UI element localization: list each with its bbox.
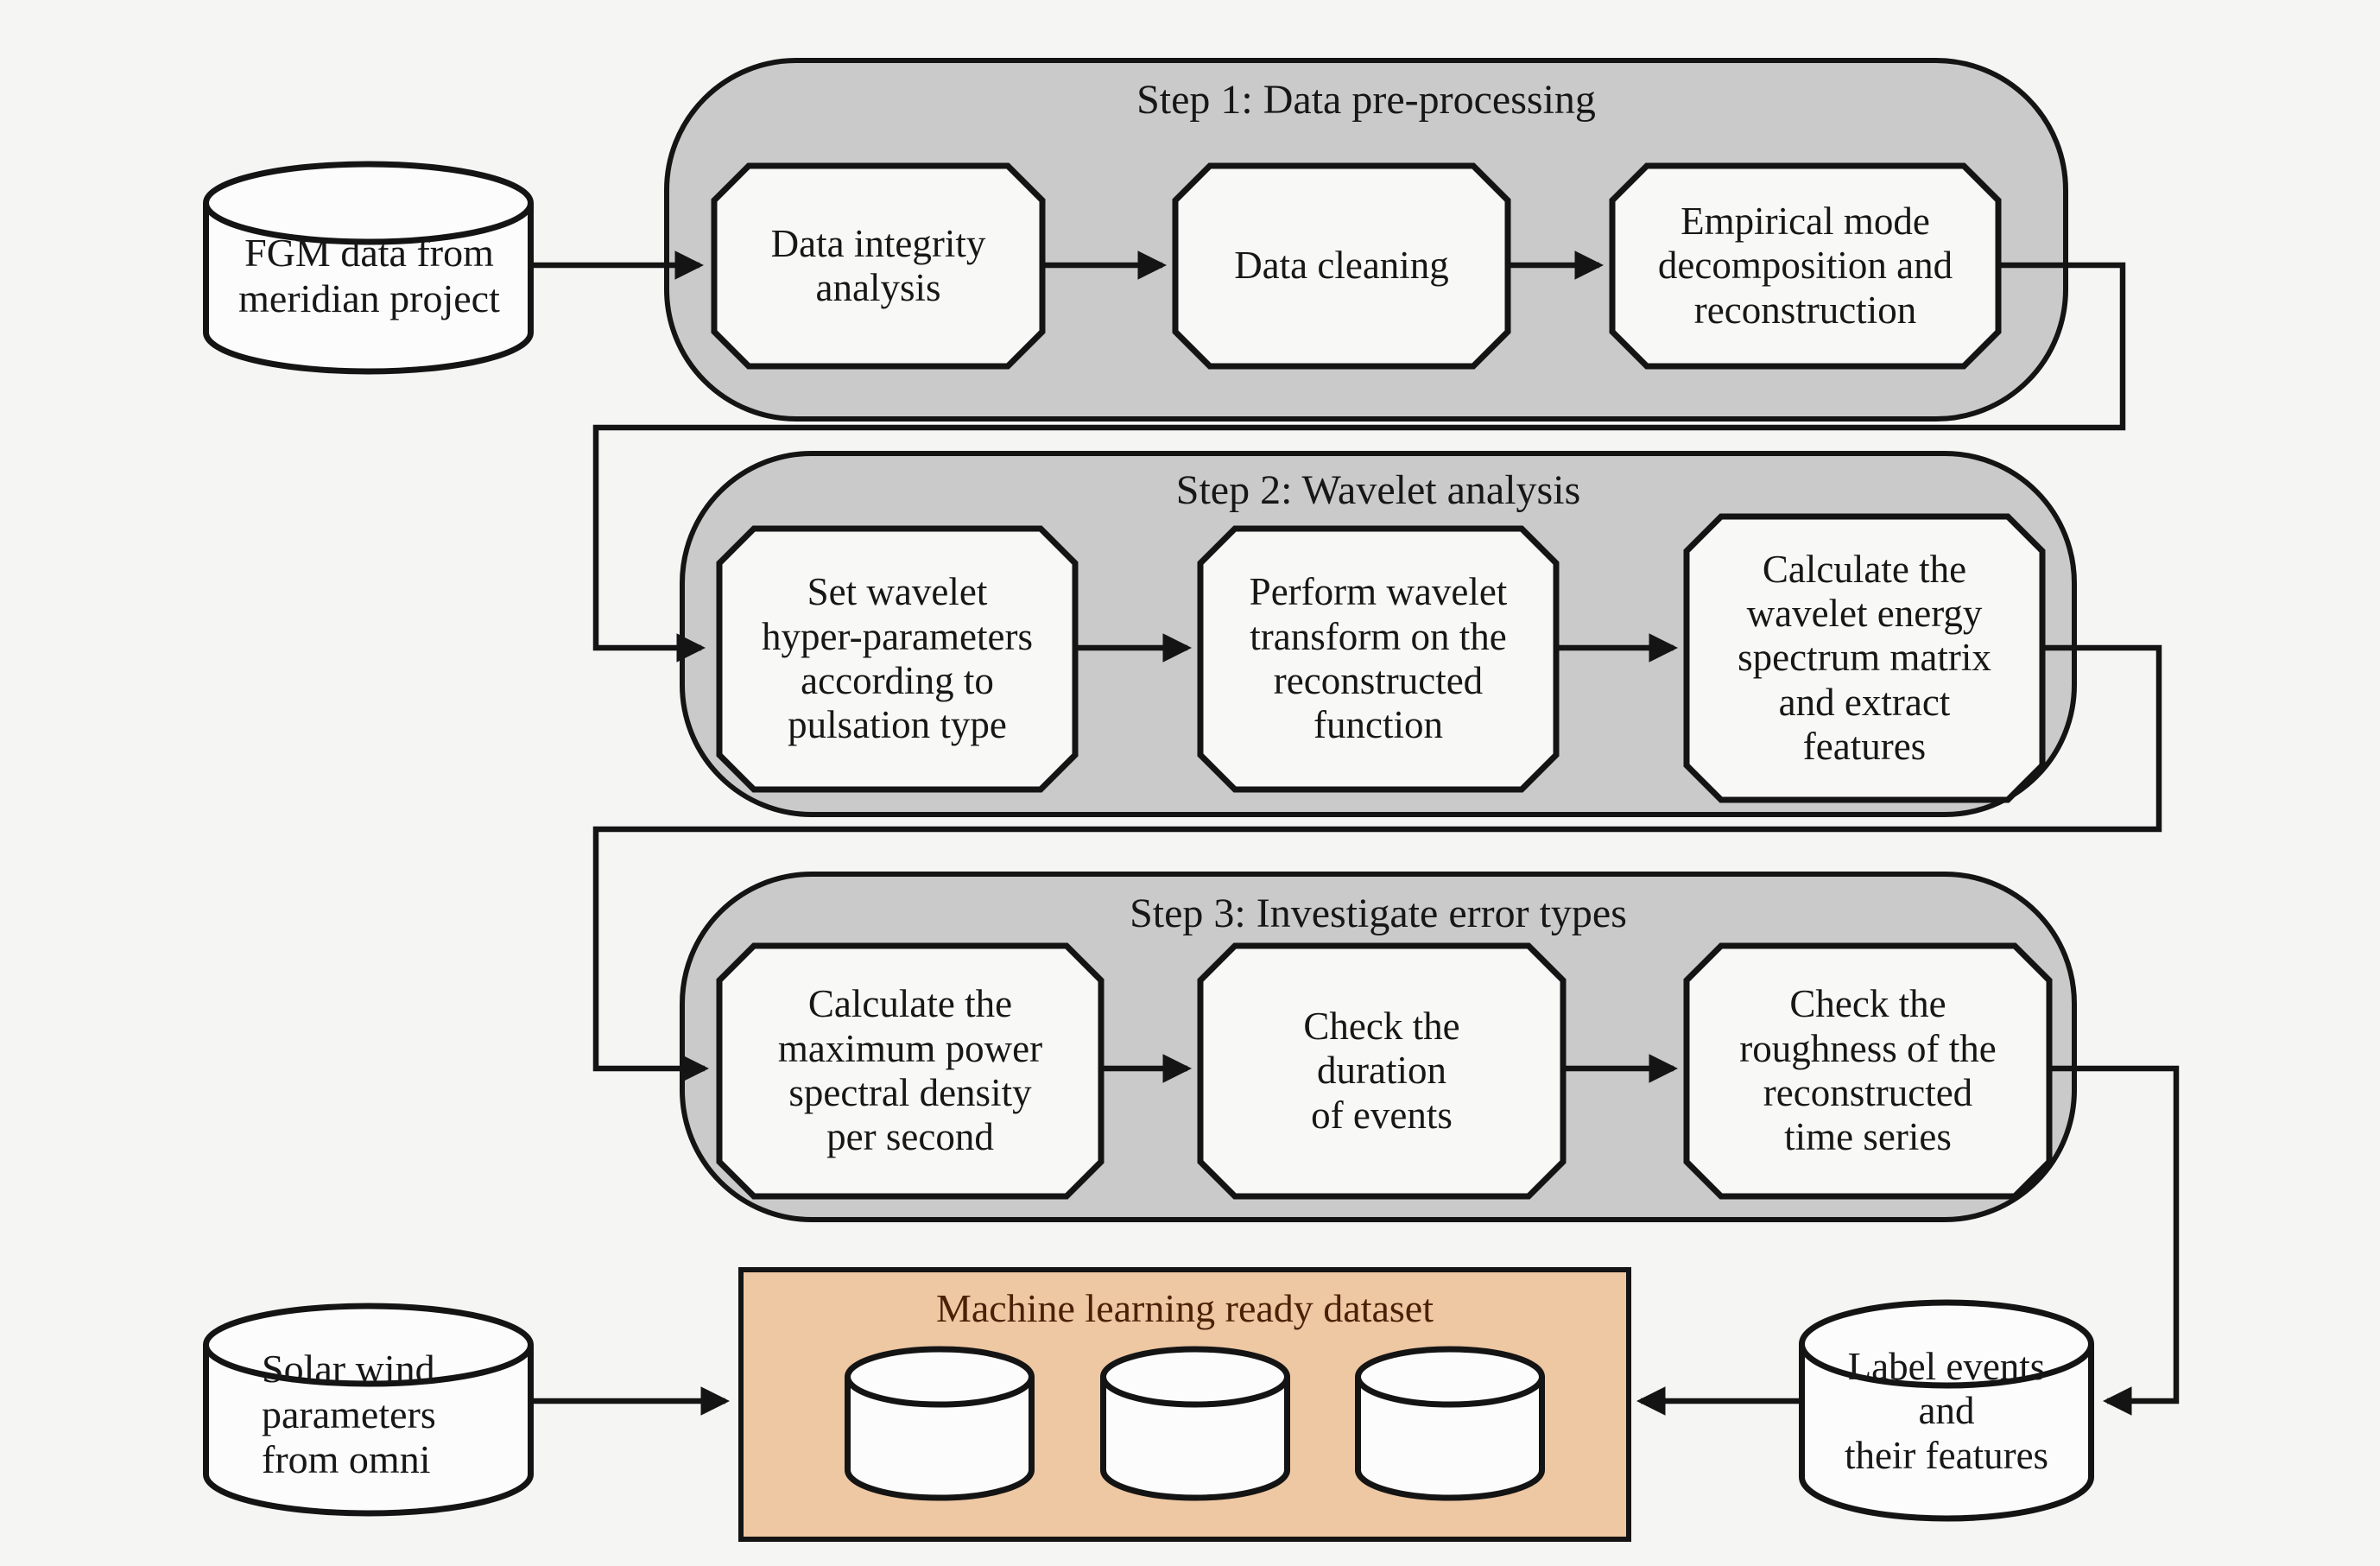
fgm-cylinder-top — [203, 161, 534, 245]
dataset-cylinder-3-body — [1355, 1377, 1545, 1501]
node-roughness-label: Check the roughness of the reconstructed… — [1739, 982, 1997, 1159]
step3-title: Step 3: Investigate error types — [1130, 891, 1627, 936]
label-events-cylinder-body — [1799, 1344, 2094, 1522]
node-energy-spectrum-label: Calculate the wavelet energy spectrum ma… — [1738, 547, 1991, 768]
solarwind-cylinder-body — [203, 1345, 534, 1517]
node-emd-octagon — [1609, 162, 2002, 370]
step2-title: Step 2: Wavelet analysis — [1175, 467, 1581, 513]
node-energy-spectrum-octagon — [1683, 513, 2046, 803]
step1-title: Step 1: Data pre-processing — [1136, 77, 1596, 123]
dataset-cylinder-2-body — [1100, 1377, 1290, 1501]
fgm-cylinder-body — [203, 203, 534, 375]
connector-step3-to-labels — [2049, 1065, 2180, 1416]
node-roughness-octagon — [1683, 942, 2053, 1200]
node-data-integrity-label: Data integrity analysis — [770, 221, 986, 309]
connector-step1-to-step2 — [592, 262, 2126, 663]
label-events-cylinder-top — [1799, 1299, 2094, 1389]
dataset-cylinder-1-body — [845, 1377, 1035, 1501]
node-data-integrity-octagon — [711, 162, 1046, 370]
label-events-label: Label events and their features — [1844, 1345, 2049, 1477]
dataset-cylinder-2-top — [1100, 1346, 1290, 1408]
solarwind-cylinder-top — [203, 1303, 534, 1387]
node-max-psd-label: Calculate the maximum power spectral den… — [777, 982, 1043, 1159]
node-wavelet-transform-octagon — [1197, 525, 1560, 793]
dataset-cylinder-1-top — [845, 1346, 1035, 1408]
node-hyperparams-octagon — [716, 525, 1079, 793]
dataset-cylinder-3-top — [1355, 1346, 1545, 1408]
solarwind-source-label: Solar wind parameters from omni — [262, 1347, 436, 1482]
connector-step2-to-step3 — [592, 644, 2162, 1083]
node-wavelet-transform-label: Perform wavelet transform on the reconst… — [1249, 570, 1508, 747]
node-max-psd-octagon — [716, 942, 1105, 1200]
node-emd-label: Empirical mode decomposition and reconst… — [1657, 200, 1953, 332]
node-duration-octagon — [1197, 942, 1567, 1200]
node-hyperparams-label: Set wavelet hyper-parameters according t… — [762, 570, 1033, 747]
fgm-source-label: FGM data from meridian project — [238, 231, 500, 320]
node-data-cleaning-octagon — [1172, 162, 1511, 370]
node-duration-label: Check the duration of events — [1303, 1005, 1460, 1137]
ml-dataset-title: Machine learning ready dataset — [935, 1286, 1434, 1330]
node-data-cleaning-label: Data cleaning — [1234, 244, 1449, 288]
